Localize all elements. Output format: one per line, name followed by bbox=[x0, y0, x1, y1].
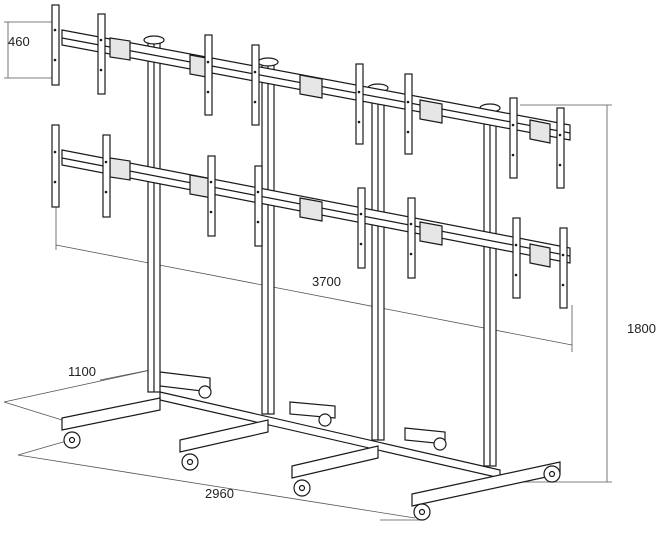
dimension-460-label: 460 bbox=[8, 34, 30, 49]
caster-wheels bbox=[63, 385, 561, 521]
dimension-1800-label: 1800 bbox=[627, 321, 656, 336]
vertical-posts bbox=[143, 35, 501, 467]
horizontal-beams bbox=[61, 29, 571, 268]
vesa-arms bbox=[51, 4, 568, 309]
dimension-3700-label: 3700 bbox=[312, 274, 341, 289]
dimension-2960-label: 2960 bbox=[205, 486, 234, 501]
dimension-1100-label: 1100 bbox=[68, 364, 96, 379]
base-back bbox=[159, 371, 446, 445]
dimension-lines bbox=[3, 21, 612, 521]
base-frame bbox=[61, 391, 561, 507]
bolt-holes bbox=[53, 28, 565, 287]
